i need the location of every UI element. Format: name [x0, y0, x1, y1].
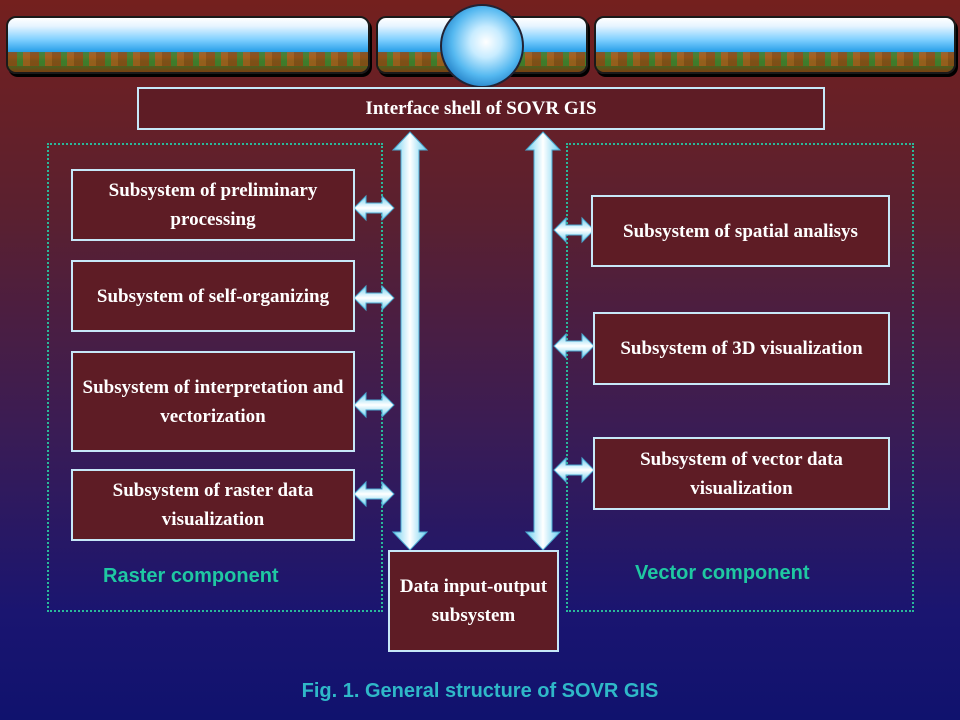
raster-component-label: Raster component: [103, 565, 279, 587]
vector-component-region: [566, 143, 914, 612]
raster-subsystem-4: Subsystem of raster data visualization: [71, 469, 355, 541]
vector-subsystem-1: Subsystem of spatial analisys: [591, 195, 890, 267]
vector-subsystem-2: Subsystem of 3D visualization: [593, 312, 890, 385]
figure-caption: Fig. 1. General structure of SOVR GIS: [301, 680, 659, 702]
vector-connector-arrow-3: [553, 456, 595, 484]
raster-connector-arrow-4: [353, 480, 395, 508]
raster-subsystem-2: Subsystem of self-organizing: [71, 260, 355, 332]
raster-connector-arrow-3: [353, 391, 395, 419]
vector-subsystem-3: Subsystem of vector data visualization: [593, 437, 890, 510]
vector-component-label: Vector component: [635, 562, 810, 584]
data-io-subsystem-box: Data input-output subsystem: [388, 550, 559, 652]
header-banner-left: [6, 16, 370, 74]
right-vertical-arrow: [524, 131, 562, 551]
vector-connector-arrow-1: [553, 216, 595, 244]
raster-connector-arrow-2: [353, 284, 395, 312]
raster-subsystem-1: Subsystem of preliminary processing: [71, 169, 355, 241]
left-vertical-arrow: [391, 131, 429, 551]
raster-subsystem-3: Subsystem of interpretation and vectoriz…: [71, 351, 355, 452]
header-banner-right: [594, 16, 956, 74]
raster-connector-arrow-1: [353, 194, 395, 222]
raster-component-region: [47, 143, 383, 612]
interface-shell-box: Interface shell of SOVR GIS: [137, 87, 825, 130]
vector-connector-arrow-2: [553, 332, 595, 360]
